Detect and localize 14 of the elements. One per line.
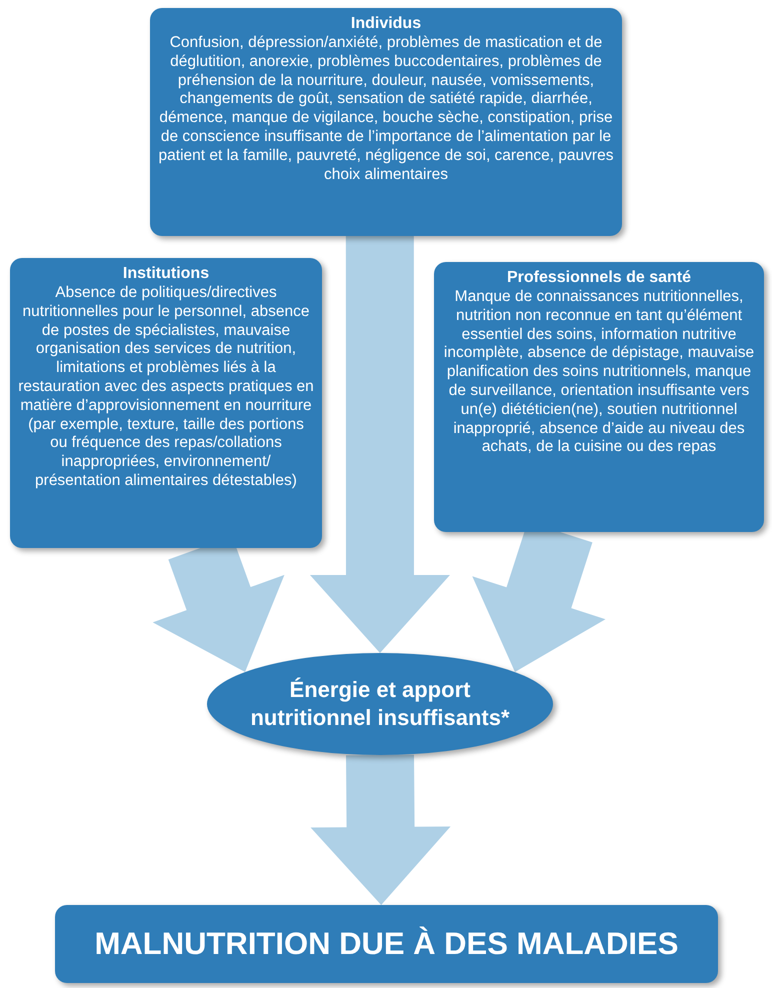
card-text: Manque de connaissances nutritionnelles, nutrition non reconnue en tant qu’élément essentiel des soins, information nutritive incomplète, absence de dépistage, mauvaise planification des soins nutritionnels, manque de surveillance, orientation insuffisante vers un(e) diététicien(ne), soutien nutritionnel inapproprié, absence d’aide au niveau des achats, de la cuisine ou des repas (442, 288, 756, 458)
block-arrow (310, 754, 451, 905)
card-heading: Institutions (122, 264, 210, 284)
card-text: Confusion, dépression/anxiété, problèmes de mastication et de déglutition, anorexie, problèmes buccodentaires, problèmes de préhension de la nourriture, douleur, nausée, vomissements, changements de goût, sensation de satiété rapide, diarrhée, démence, manque de vigilance, bouche sèche, constipation, prise de conscience insuffisante de l’importance de l’alimentation par le patient et la famille, pauvreté, négligence de soi, carence, pauvres choix alimentaires (158, 34, 614, 184)
card-text: Absence de politiques/directives nutritionnelles pour le personnel, absence de postes de spécialistes, mauvaise organisation des services de nutrition, limitations et problèmes liés à la restauration avec des aspects pratiques en matière d’approvisionnement en nourriture (par exemple, texture, taille des portions ou fréquence des repas/collations inappropriées, environnement/ présentation alimentaires détestables) (18, 284, 314, 491)
ellipse-text: Énergie et apport nutritionnel insuffisants* (249, 676, 511, 732)
card-heading: Professionnels de santé (506, 268, 692, 288)
card-heading: Individus (350, 14, 422, 34)
category-card (434, 262, 764, 532)
category-card (150, 8, 622, 236)
category-card (10, 258, 322, 548)
block-arrow (310, 236, 450, 653)
outcome-banner (55, 905, 718, 983)
banner-text: MALNUTRITION DUE À DES MALADIES (94, 926, 678, 962)
